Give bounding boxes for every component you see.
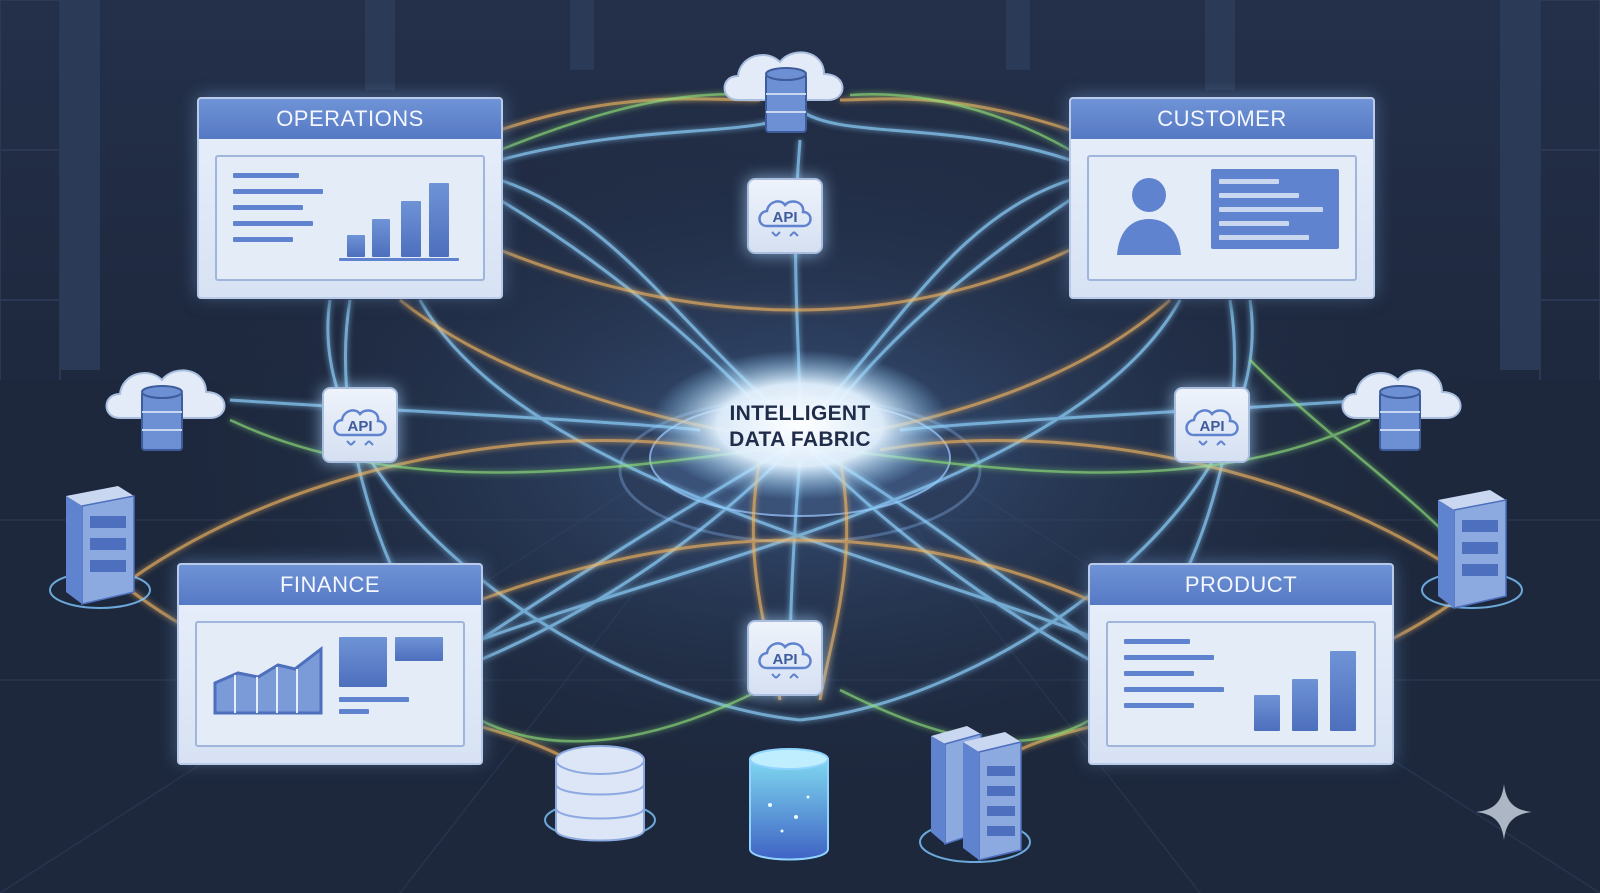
finance-block-large xyxy=(339,637,387,687)
operations-panel: OPERATIONS xyxy=(197,97,503,299)
api-label: API xyxy=(772,650,798,668)
text-line xyxy=(1124,639,1190,644)
finance-panel-title: FINANCE xyxy=(179,565,481,605)
text-line xyxy=(233,237,293,242)
text-line xyxy=(339,697,409,702)
text-line xyxy=(1219,221,1289,226)
finance-panel: FINANCE xyxy=(177,563,483,765)
text-line xyxy=(233,189,323,194)
api-label: API xyxy=(772,208,798,226)
bar-chart-bar xyxy=(372,219,390,257)
server-rack-icon xyxy=(931,726,1022,861)
api-node-right: API xyxy=(1174,387,1250,463)
cloud-database-icon xyxy=(723,51,844,133)
text-line xyxy=(233,221,313,226)
chart-baseline xyxy=(339,258,459,261)
product-dashboard xyxy=(1106,621,1376,747)
customer-profile-card xyxy=(1087,155,1357,281)
server-rack-icon xyxy=(66,486,135,605)
customer-panel-title: CUSTOMER xyxy=(1071,99,1373,139)
finance-block-small xyxy=(395,637,443,661)
api-node-left: API xyxy=(322,387,398,463)
user-avatar-icon xyxy=(1117,178,1181,255)
text-line xyxy=(1219,179,1279,184)
cloud-api-icon xyxy=(333,409,387,446)
api-label: API xyxy=(1199,417,1225,435)
text-line xyxy=(233,205,303,210)
bar-chart-bar xyxy=(401,201,421,257)
operations-panel-title: OPERATIONS xyxy=(199,99,501,139)
text-line xyxy=(1219,235,1309,240)
cloud-api-icon xyxy=(758,642,812,679)
cloud-api-icon xyxy=(758,200,812,237)
bar-chart-bar xyxy=(1330,651,1356,731)
text-line xyxy=(1124,687,1224,692)
cloud-api-icon xyxy=(1185,409,1239,446)
hub-title-line-1: INTELLIGENT xyxy=(729,402,871,425)
customer-panel: CUSTOMER xyxy=(1069,97,1375,299)
operations-dashboard xyxy=(215,155,485,281)
product-panel: PRODUCT xyxy=(1088,563,1394,765)
bar-chart-bar xyxy=(1254,695,1280,731)
cloud-database-icon xyxy=(105,369,226,451)
api-node-top: API xyxy=(747,178,823,254)
text-line xyxy=(1219,207,1323,212)
area-chart-icon xyxy=(213,645,323,715)
text-line xyxy=(1124,671,1194,676)
bar-chart-bar xyxy=(429,183,449,257)
text-line xyxy=(1124,655,1214,660)
text-line xyxy=(233,173,299,178)
product-panel-title: PRODUCT xyxy=(1090,565,1392,605)
finance-dashboard xyxy=(195,621,465,747)
text-line xyxy=(339,709,369,714)
server-rack-icon xyxy=(1438,490,1507,609)
profile-details-block xyxy=(1211,169,1339,249)
sparkle-icon xyxy=(1476,784,1532,840)
text-line xyxy=(1124,703,1194,708)
text-line xyxy=(1219,193,1299,198)
api-label: API xyxy=(347,417,373,435)
bar-chart-bar xyxy=(1292,679,1318,731)
hub-title-line-2: DATA FABRIC xyxy=(729,428,871,451)
data-lake-icon xyxy=(749,748,829,861)
cloud-database-icon xyxy=(1341,369,1462,451)
database-cylinder-icon xyxy=(555,745,645,842)
bar-chart-bar xyxy=(347,235,365,257)
api-node-bottom: API xyxy=(747,620,823,696)
data-fabric-hub: INTELLIGENT DATA FABRIC xyxy=(657,362,943,492)
